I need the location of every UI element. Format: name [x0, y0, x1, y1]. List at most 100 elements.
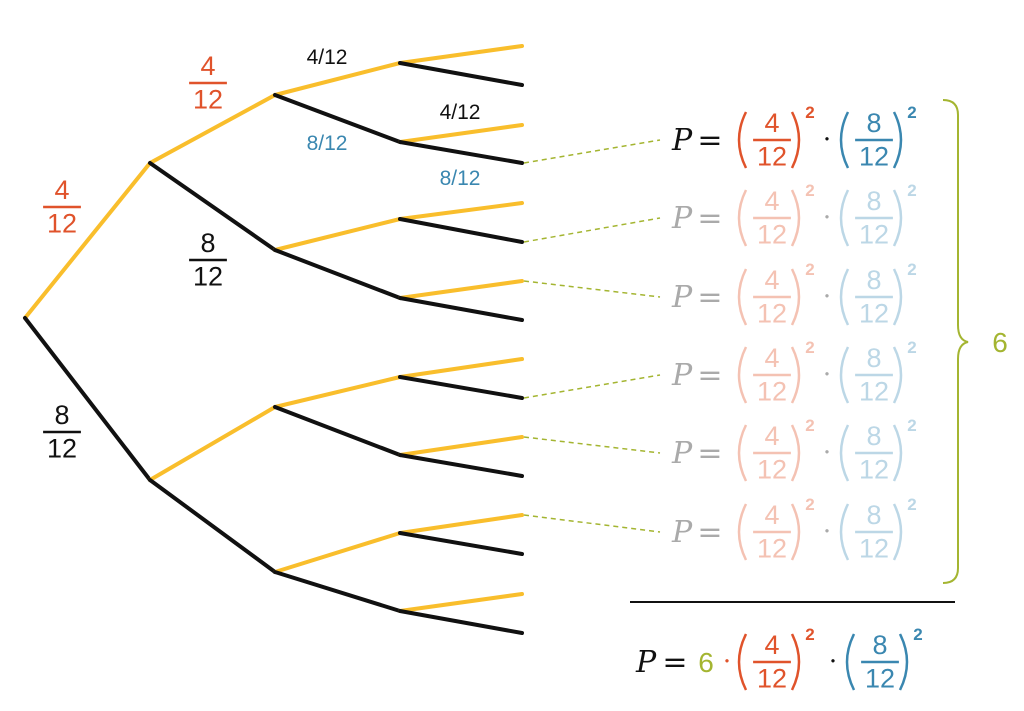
right-paren	[892, 111, 903, 169]
numerator: 4	[200, 51, 215, 81]
branch-edge-upper	[398, 201, 524, 221]
numerator: 4	[54, 175, 69, 205]
right-paren	[790, 633, 801, 691]
denominator: 12	[865, 664, 895, 694]
label-level4-upper: 4/12	[440, 101, 481, 124]
branch-edge-upper	[398, 357, 524, 379]
numerator: 8	[866, 343, 881, 373]
exponent: 2	[805, 495, 814, 514]
branch-edge-lower	[398, 531, 524, 556]
exponent: 2	[907, 338, 916, 357]
numerator: 8	[866, 421, 881, 451]
fraction: 412	[753, 108, 791, 172]
branch-edge-lower	[273, 248, 402, 300]
p-symbol: P	[671, 358, 693, 393]
numerator: 8	[866, 108, 881, 138]
p-symbol: P	[671, 123, 693, 158]
numerator: 8	[866, 186, 881, 216]
p-symbol: P	[671, 201, 693, 236]
branch-edge-lower	[398, 217, 524, 244]
numerator: 4	[764, 343, 779, 373]
denominator: 12	[757, 220, 787, 250]
numerator: 8	[872, 630, 887, 660]
denominator: 12	[757, 299, 787, 329]
denominator: 12	[757, 142, 787, 172]
denominator: 12	[757, 534, 787, 564]
fraction: 412	[753, 186, 791, 250]
dot-operator: ·	[823, 125, 831, 155]
denominator: 12	[193, 262, 223, 292]
fraction: 812	[861, 630, 899, 694]
exponent: 2	[907, 103, 916, 122]
numerator: 4	[764, 108, 779, 138]
branch-edge-upper	[273, 531, 402, 574]
label-level2-lower: 812	[189, 228, 227, 292]
denominator: 12	[47, 209, 77, 239]
equals-sign: =	[662, 645, 687, 680]
right-paren	[790, 424, 801, 482]
left-paren	[737, 503, 748, 561]
dot-operator: ·	[823, 360, 831, 390]
dashed-connector	[523, 280, 661, 298]
equals-sign: =	[697, 358, 722, 393]
right-paren	[892, 268, 903, 326]
dashed-connector	[523, 374, 661, 399]
branch-edge-lower	[398, 609, 524, 635]
branch-edge-upper	[273, 375, 402, 409]
right-paren	[790, 346, 801, 404]
numerator: 4	[764, 265, 779, 295]
numerator: 8	[200, 228, 215, 258]
denominator: 12	[859, 142, 889, 172]
exponent: 2	[805, 625, 814, 644]
formula-row: P= 4 12 2 · 8 12 2	[671, 338, 917, 407]
left-paren	[845, 633, 856, 691]
right-paren	[790, 268, 801, 326]
left-paren	[839, 424, 850, 482]
left-paren	[839, 111, 850, 169]
label-level3-upper: 4/12	[307, 46, 348, 69]
denominator: 12	[859, 377, 889, 407]
label-level4-lower: 8/12	[440, 167, 481, 190]
label-level1-lower: 812	[43, 400, 81, 464]
blue-power: 8 12 2	[839, 338, 917, 407]
right-paren	[892, 189, 903, 247]
right-paren	[892, 424, 903, 482]
dot-operator: ·	[823, 517, 831, 547]
branch-edge-lower	[23, 316, 152, 482]
branch-edge-lower	[273, 570, 402, 613]
branch-edge-upper	[273, 61, 402, 97]
exponent: 2	[907, 416, 916, 435]
label-level3-lower: 8/12	[307, 132, 348, 155]
branch-edge-lower	[148, 161, 277, 252]
exponent: 2	[805, 103, 814, 122]
numerator: 4	[764, 186, 779, 216]
p-symbol: P	[671, 515, 693, 550]
branch-edge-upper	[148, 405, 277, 482]
denominator: 12	[757, 455, 787, 485]
p-symbol: P	[671, 436, 693, 471]
left-paren	[737, 189, 748, 247]
exponent: 2	[907, 181, 916, 200]
fraction: 812	[855, 108, 893, 172]
dot-operator: ·	[823, 438, 831, 468]
right-paren	[790, 189, 801, 247]
branch-edge-lower	[398, 375, 524, 400]
branch-edge-lower	[148, 478, 277, 574]
dot-operator: ·	[823, 203, 831, 233]
denominator: 12	[859, 220, 889, 250]
dot-operator: ·	[723, 647, 731, 677]
fraction: 412	[753, 630, 791, 694]
right-paren	[790, 111, 801, 169]
left-paren	[737, 346, 748, 404]
branch-edge-upper	[273, 217, 402, 252]
fraction: 812	[855, 421, 893, 485]
right-paren	[790, 503, 801, 561]
